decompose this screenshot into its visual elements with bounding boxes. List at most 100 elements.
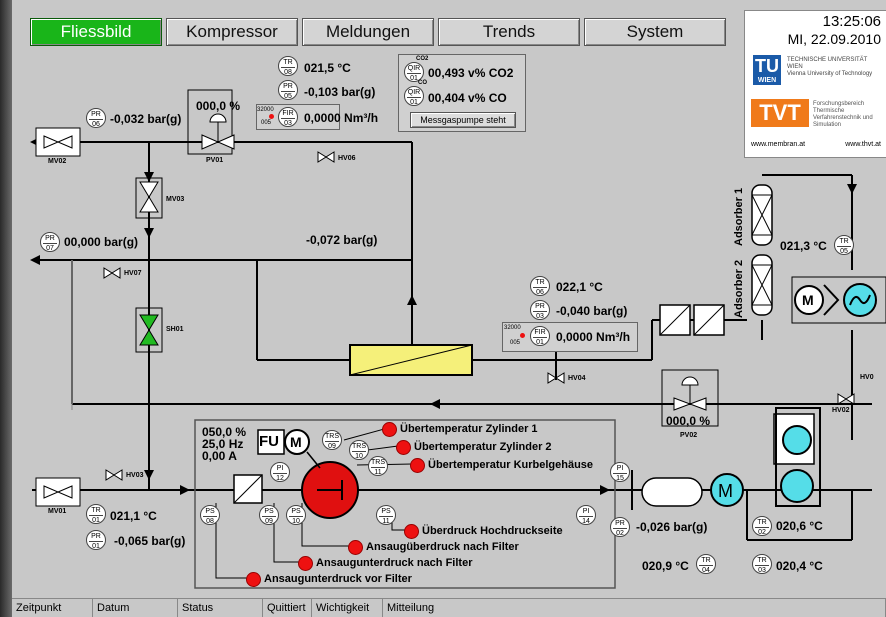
- alarm-indicator[interactable]: [246, 572, 261, 587]
- pr03-value: -0,040 bar(g): [556, 304, 628, 318]
- tag-tr04[interactable]: TR 04: [696, 554, 716, 574]
- alarm-indicator[interactable]: [298, 556, 313, 571]
- clock-date: MI, 22.09.2010: [787, 31, 881, 47]
- tab-kompressor[interactable]: Kompressor: [166, 18, 298, 46]
- valve-hv03[interactable]: HV03: [126, 472, 144, 479]
- col-status[interactable]: Status: [178, 599, 263, 617]
- alarm-indicator[interactable]: [396, 440, 411, 455]
- alarm-indicator[interactable]: [348, 540, 363, 555]
- tag-tr03[interactable]: TR 03: [752, 554, 772, 574]
- receiver-tank[interactable]: [641, 477, 703, 507]
- fir03-value: 0,0000 Nm³/h: [304, 111, 379, 125]
- tag-type: PS: [264, 508, 274, 515]
- tag-type: PS: [291, 508, 301, 515]
- valve-hv07[interactable]: HV07: [124, 270, 142, 277]
- tag-num: 04: [702, 567, 710, 574]
- tag-num: 11: [382, 518, 390, 525]
- cooler-motor-label: M: [802, 292, 814, 308]
- tu-logo-sub: WIEN: [757, 77, 777, 84]
- col-datum[interactable]: Datum: [93, 599, 178, 617]
- tag-num: 08: [284, 69, 292, 76]
- co-label: CO: [418, 80, 427, 86]
- tag-ps09[interactable]: PS 09: [259, 505, 279, 525]
- valve-mv02[interactable]: MV02: [48, 158, 67, 165]
- tag-num: 01: [410, 99, 418, 106]
- valve-mv03[interactable]: MV03: [166, 196, 185, 203]
- co2-label: CO2: [416, 56, 429, 62]
- tag-num: 02: [758, 529, 766, 536]
- valve-sh01[interactable]: SH01: [166, 326, 184, 333]
- clock-time: 13:25:06: [822, 13, 881, 30]
- gas-pump-button[interactable]: Messgaspumpe steht: [410, 112, 516, 128]
- tr03-value: 020,4 °C: [776, 559, 823, 573]
- motor-label: M: [290, 434, 302, 450]
- col-wichtigkeit[interactable]: Wichtigkeit: [312, 599, 383, 617]
- pv02-value: 000,0 %: [666, 414, 711, 428]
- compressor-frequency: 25,0 Hz: [202, 437, 244, 451]
- tag-type: TR: [839, 238, 849, 245]
- tu-name: TECHNISCHE UNIVERSITÄT WIEN Vienna Unive…: [787, 57, 879, 78]
- alarm-indicator[interactable]: [382, 422, 397, 437]
- valve-pv02[interactable]: PV02: [680, 432, 698, 439]
- valve-hv02[interactable]: HV02: [832, 407, 850, 414]
- tab-fliessbild[interactable]: Fliessbild: [30, 18, 162, 46]
- tu-name-text: TECHNISCHE UNIVERSITÄT WIEN: [787, 57, 868, 70]
- tag-num: 12: [276, 475, 284, 482]
- valve-pv01[interactable]: PV01: [206, 157, 224, 164]
- fir01-range-lo: 005: [510, 340, 521, 346]
- tab-trends[interactable]: Trends: [438, 18, 580, 46]
- tag-num: 01: [92, 517, 100, 524]
- tag-num: 10: [292, 518, 300, 525]
- valve-hv0[interactable]: HV0: [860, 374, 874, 381]
- tag-type: PR: [615, 520, 625, 527]
- tvt-logo: TVT: [751, 99, 809, 127]
- heat-exchanger-m[interactable]: [710, 473, 744, 507]
- tvt-name: Forschungsbereich Thermische Verfahrenst…: [813, 101, 873, 128]
- fir03-indicator: [269, 114, 274, 119]
- tag-num: 03: [758, 567, 766, 574]
- valve-hv04[interactable]: HV04: [568, 375, 586, 382]
- col-quittiert[interactable]: Quittiert: [263, 599, 312, 617]
- tab-meldungen[interactable]: Meldungen: [302, 18, 434, 46]
- alarm-label-6: Ansaugunterdruck nach Filter: [316, 557, 473, 569]
- svg-text:M: M: [718, 481, 733, 501]
- tag-num: 01: [92, 543, 100, 550]
- col-mitteilung[interactable]: Mitteilung: [383, 599, 886, 617]
- tag-type: TR: [701, 557, 711, 564]
- valve-hv06[interactable]: HV06: [338, 155, 356, 162]
- tag-num: 09: [265, 518, 273, 525]
- alarm-indicator[interactable]: [410, 458, 425, 473]
- alarm-indicator[interactable]: [404, 524, 419, 539]
- tag-ps10[interactable]: PS 10: [286, 505, 306, 525]
- url-thvt[interactable]: www.thvt.at: [845, 141, 881, 148]
- valve-mv01[interactable]: MV01: [48, 508, 67, 515]
- tag-type: TRS: [325, 433, 339, 440]
- tab-system[interactable]: System: [584, 18, 726, 46]
- url-membran[interactable]: www.membran.at: [751, 141, 806, 148]
- col-zeitpunkt[interactable]: Zeitpunkt: [12, 599, 93, 617]
- tag-type: TR: [757, 557, 767, 564]
